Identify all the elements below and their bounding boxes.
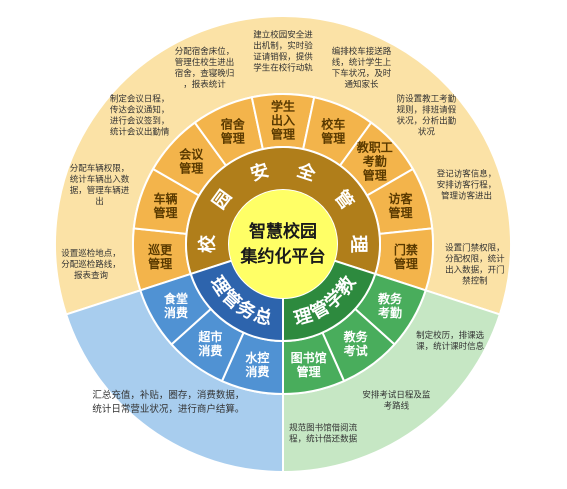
safety-category-title-char: 安 [248,159,272,185]
safety-module-desc: 设置巡检地点，分配巡检路线，报表查询 [61,248,121,281]
safety-module-label: 巡更管理 [148,242,173,271]
center-circle [229,190,337,298]
safety-module-label: 教职工考勤管理 [356,140,393,183]
teaching-category-title-char: 理 [292,305,315,330]
safety-module-desc: 登记访客信息，安排访客行程，管理访客进出 [437,168,497,201]
safety-module-desc: 建立校园安全进出机制，实时验证请销假，提供学生在校行动轨 [253,29,313,73]
safety-module-desc: 设置门禁权限，分配权限，统计出入数据，开门禁控制 [445,243,505,287]
affairs-outer-desc: 汇总充值，补贴，圈存，消费数据，统计日常营业状况，进行商户结算。 [92,389,244,415]
teaching-module-label: 图书馆管理 [291,350,327,379]
teaching-module-label: 教务考试 [343,329,369,358]
teaching-module-label: 教务考勤 [377,291,403,320]
center-title-line1: 智慧校园 [249,221,317,242]
affairs-category-title-char: 总 [251,304,274,330]
center-title-line2: 集约化平台 [240,246,326,267]
teaching-module-desc: 安排考试日程及监考路线 [362,390,431,412]
safety-module-desc: 分配宿舍床位，管理住校生进出宿舍，查寝晚归，报表统计 [175,46,235,90]
safety-module-label: 车辆管理 [154,191,178,220]
center-hub: 智慧校园 集约化平台 [229,190,337,298]
safety-module-label: 校车管理 [321,116,345,145]
safety-category-title-char: 理 [348,235,369,253]
category-ring: 校园安全管理总务管理教学管理 [185,146,381,343]
safety-module-desc: 编排校车接送路线，统计学生上下车状况，及时通知家长 [332,46,392,90]
safety-module-label: 门禁管理 [394,242,418,271]
safety-module-desc: 制定会议日程，传达会议通知，进行会议签到，统计会议出勤情 [110,93,170,137]
safety-module-label: 学生出入管理 [271,99,295,142]
outer-ring: 设置巡检地点，分配巡检路线，报表查询 分配车辆权限，统计车辆出入数据，管理车辆进出… [54,15,512,474]
affairs-module-label: 水控消费 [245,350,269,379]
safety-module-desc: 防设置教工考勤规则，排班请假状况，分析出勤状况 [397,93,457,137]
safety-module-desc: 分配车辆权限，统计车辆出入数据，管理车辆进出 [70,163,130,207]
safety-module-label: 会议管理 [179,147,204,176]
safety-module-label: 宿舍管理 [221,116,246,145]
affairs-module-label: 超市消费 [197,329,222,358]
teaching-module-desc: 制定校历，排课选课，统计课时信息 [416,330,485,352]
safety-category-title-char: 校 [197,234,219,253]
teaching-module-desc: 规范图书馆借阅流程，统计借还数据 [289,422,358,444]
affairs-module-label: 食堂消费 [163,291,188,320]
safety-module-label: 访客管理 [388,191,413,220]
